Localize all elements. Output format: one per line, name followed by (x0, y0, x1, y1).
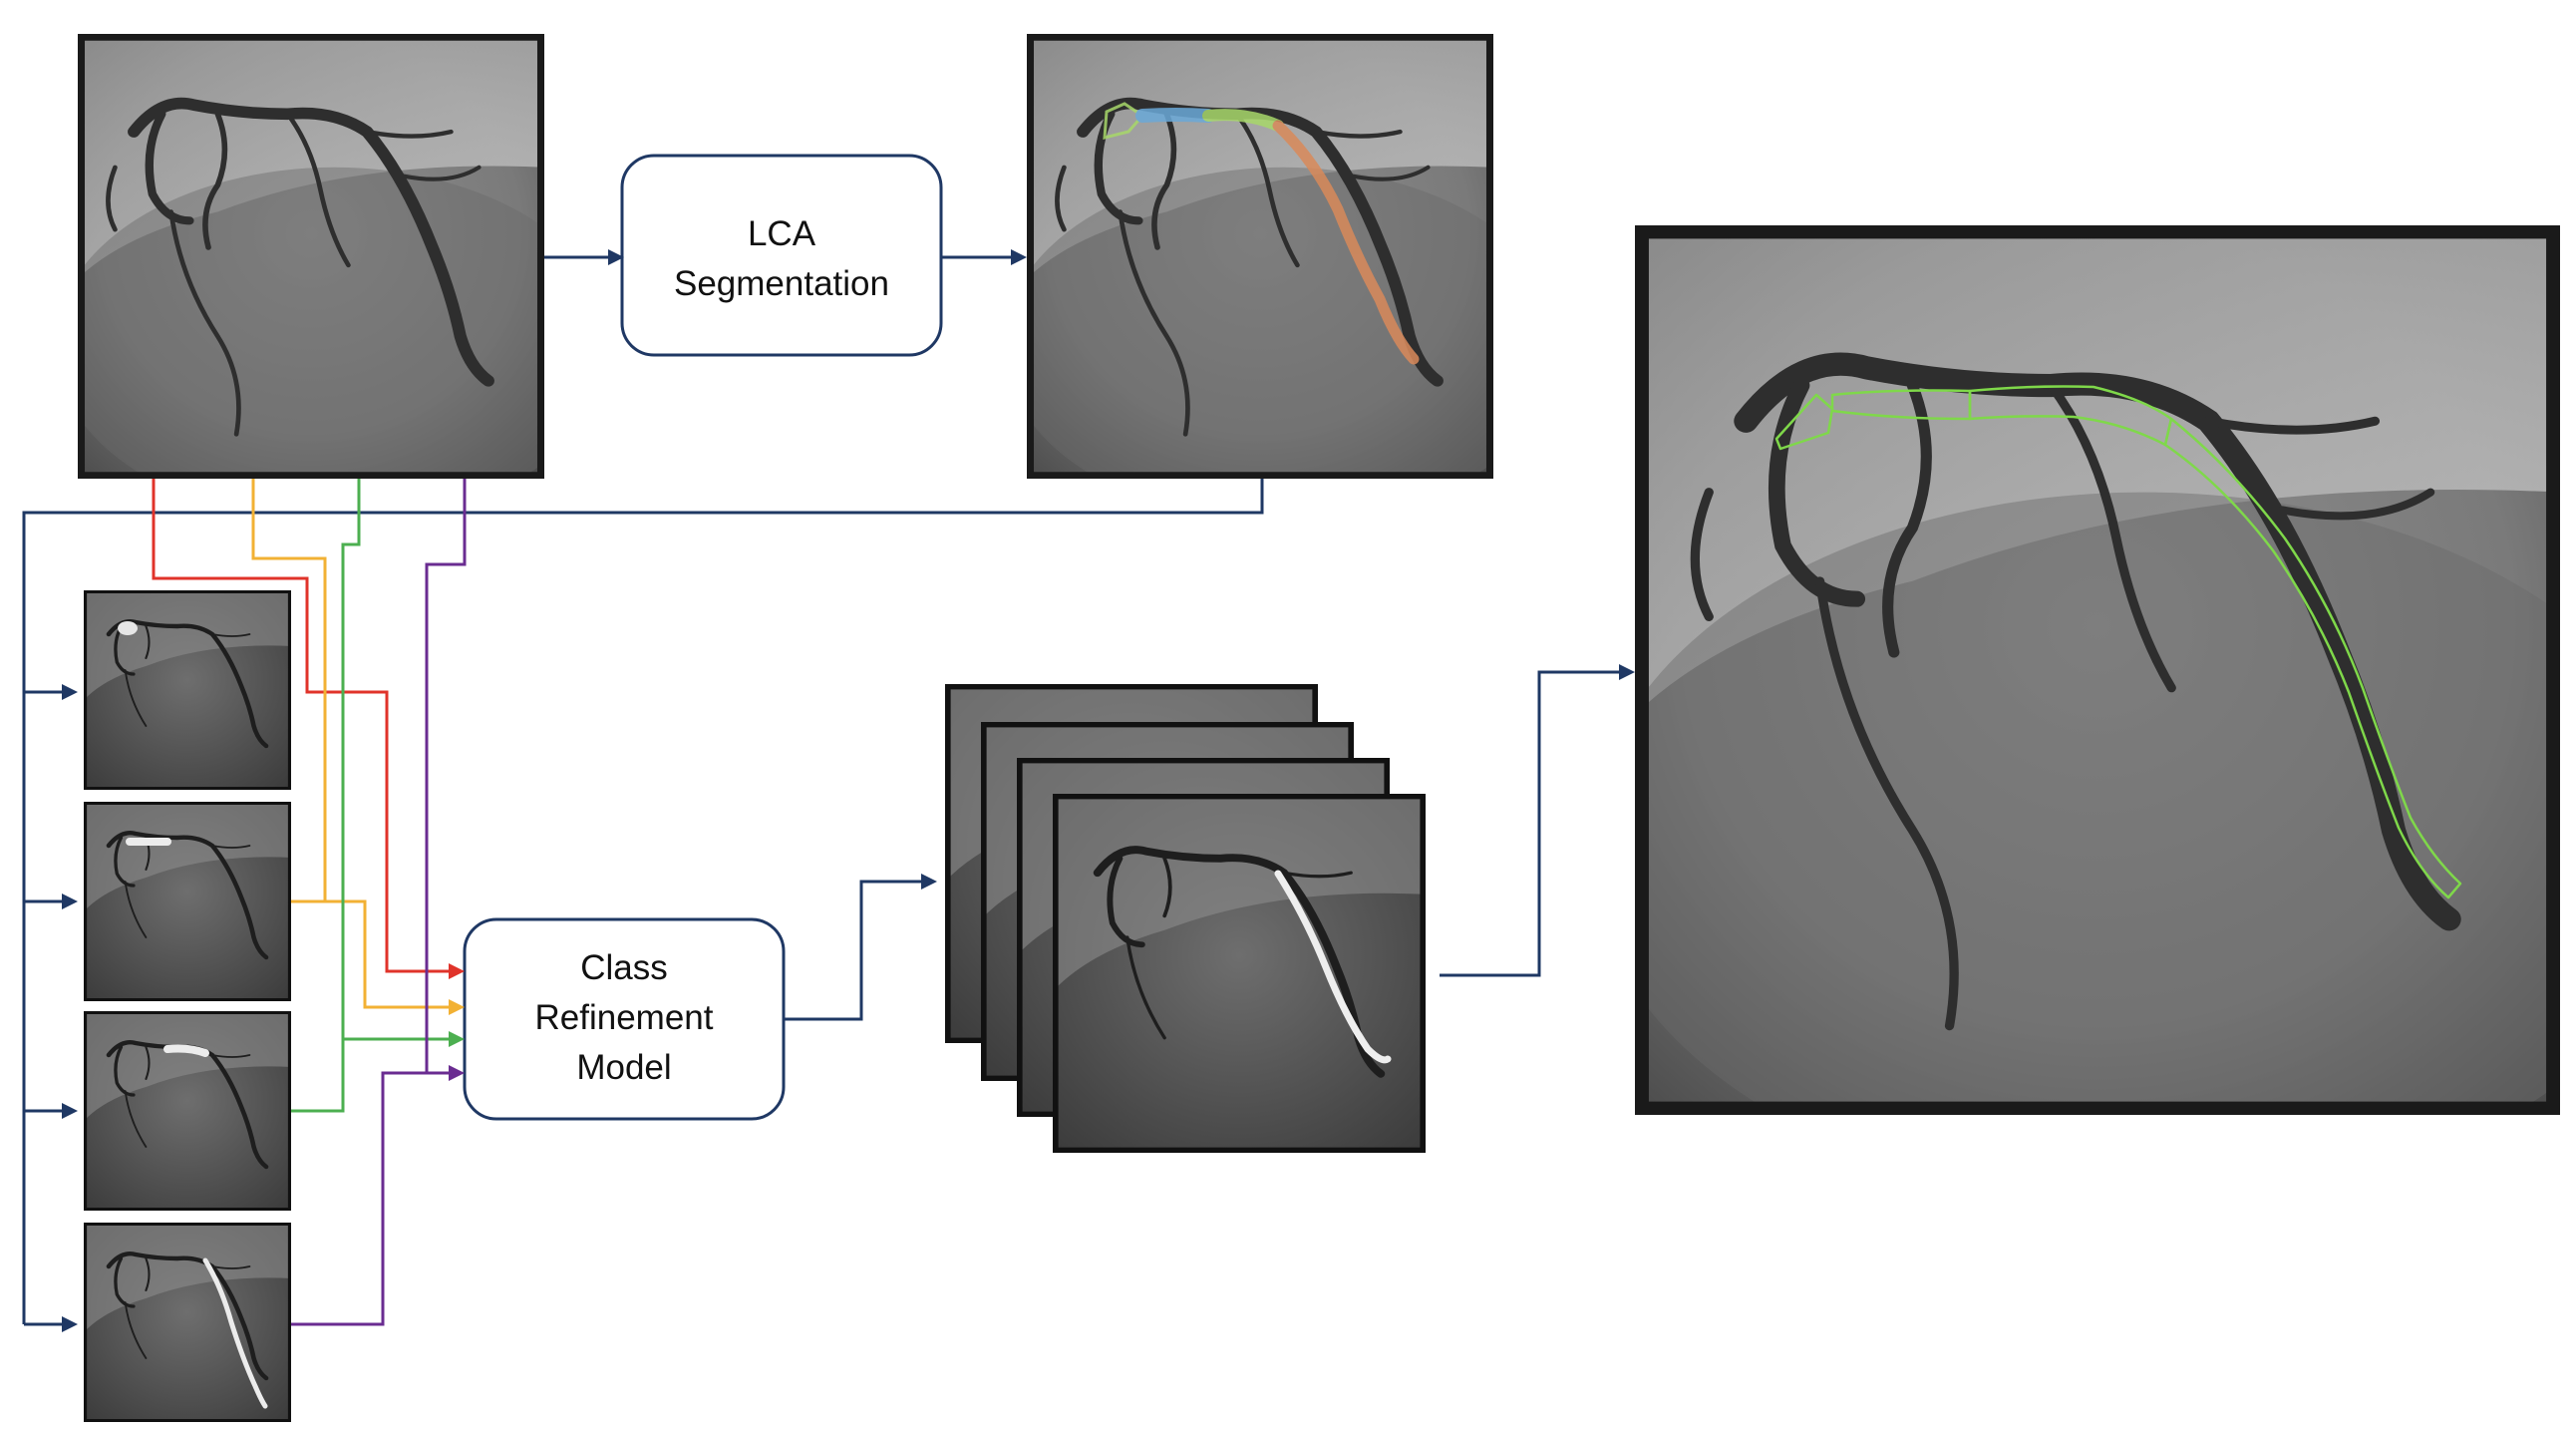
arrow-refinement-to-stack (784, 880, 923, 1021)
segment-outline-1 (1774, 393, 1834, 451)
purple-connector (425, 479, 467, 1075)
class-refinement-label-line1: Class (580, 948, 668, 987)
lca-segmentation-label-line1: LCA (748, 214, 816, 253)
class-mask-4 (84, 1223, 291, 1422)
segmented-angiogram (1004, 34, 1564, 524)
class-mask-3 (84, 1011, 291, 1211)
input-angiogram (55, 34, 615, 524)
colored-arrowheads (449, 963, 465, 1081)
green-connector (291, 479, 361, 1113)
class-refinement-label-line2: Refinement (535, 998, 714, 1037)
navy-arrowheads (62, 249, 1635, 1332)
stack-highlight (1274, 870, 1392, 1064)
class-mask-1 (84, 590, 291, 790)
class-refinement-box: Class Refinement Model (463, 917, 786, 1121)
lca-segmentation-label-line2: Segmentation (674, 264, 889, 303)
mask-highlight-4 (202, 1257, 268, 1409)
mask-highlight-3 (163, 1044, 209, 1057)
red-connector (152, 479, 455, 973)
class-refinement-label-line3: Model (576, 1048, 671, 1087)
final-output-angiogram (1589, 225, 2576, 1204)
arrow-stack-to-final (1440, 670, 1623, 977)
segment-outline-4 (2163, 417, 2462, 899)
colored-connectors (152, 479, 467, 1326)
mask-highlight-1 (118, 621, 138, 635)
refined-mask-stack (945, 684, 1426, 1153)
lca-segmentation-box: LCA Segmentation (620, 154, 943, 357)
class-mask-2 (84, 802, 291, 1001)
line-segmented-to-masks (22, 479, 1264, 1324)
purple-connector-mask (291, 1071, 455, 1326)
